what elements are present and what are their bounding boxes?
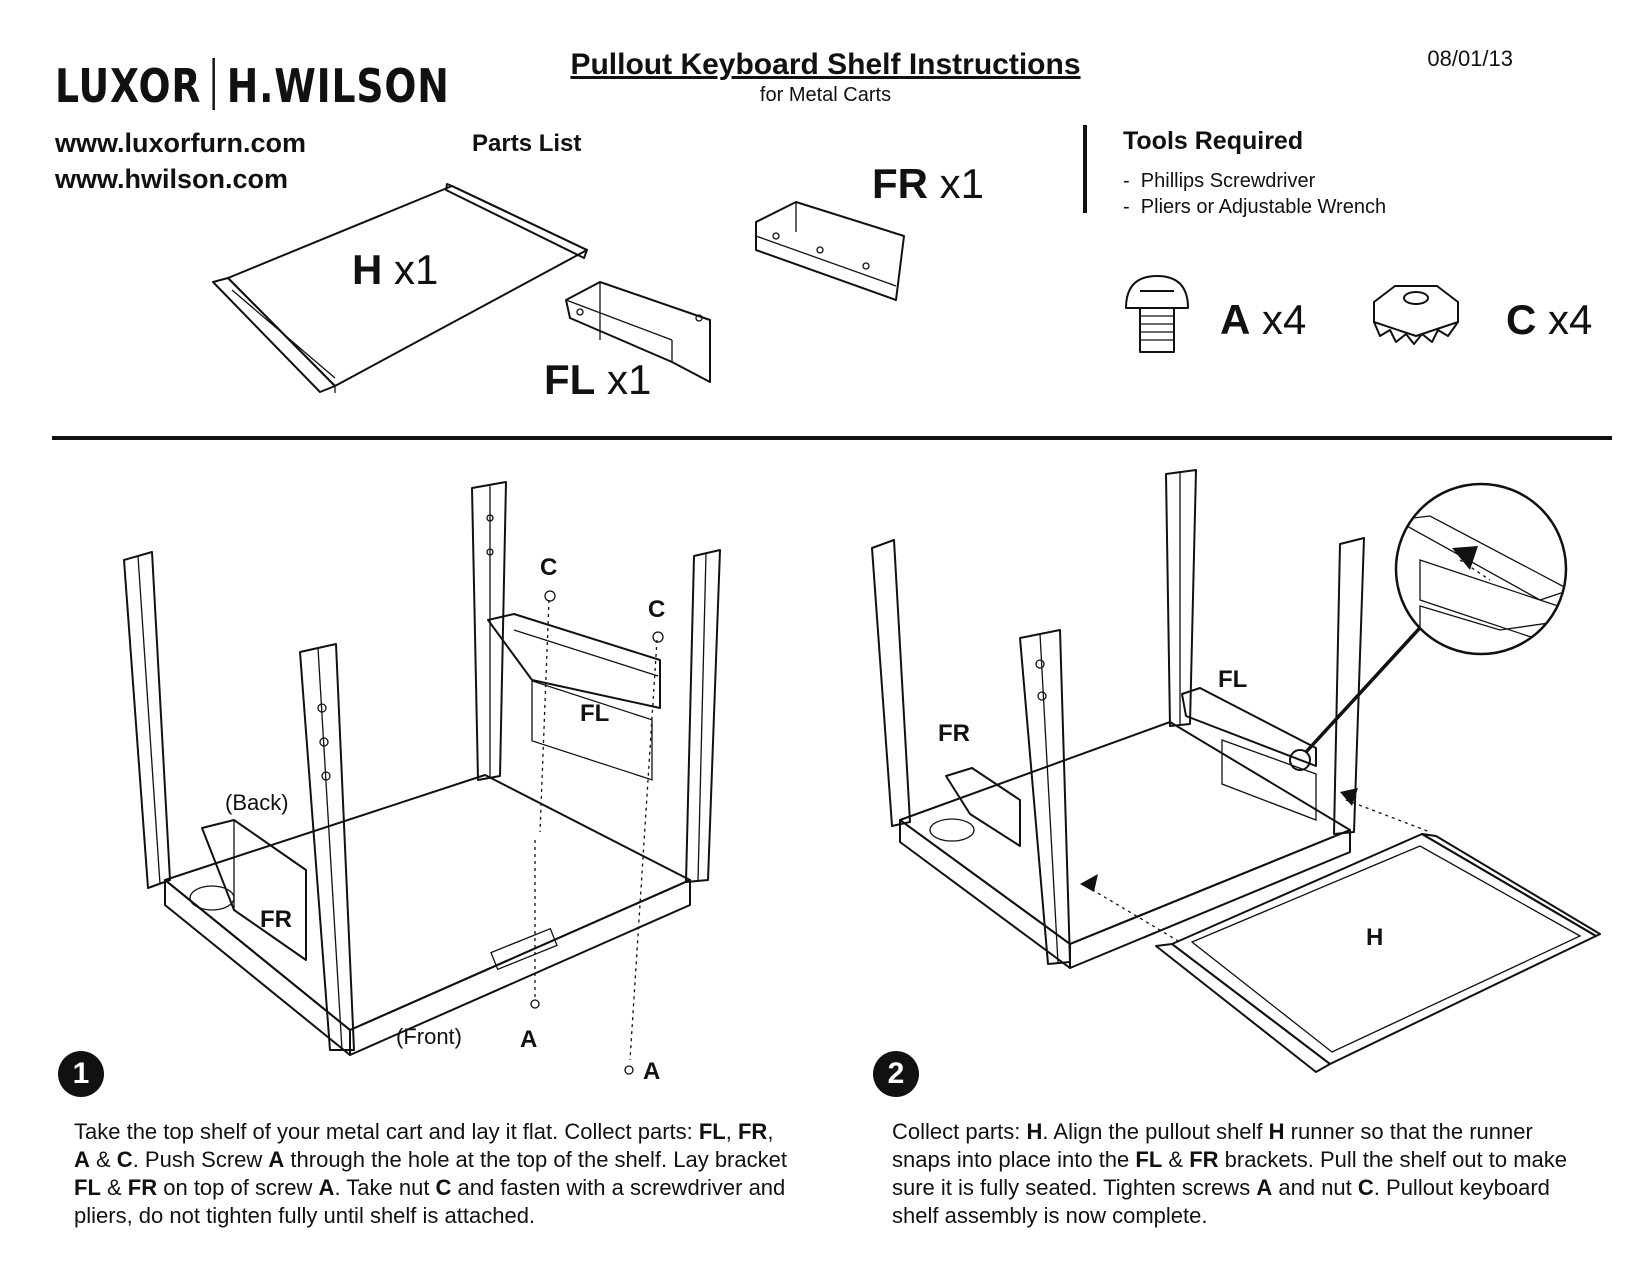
part-h-shelf-drawing bbox=[212, 183, 588, 393]
step2-text-run: Collect parts: bbox=[892, 1119, 1027, 1144]
step1-label-c2: C bbox=[648, 596, 666, 623]
parts-list-heading: Parts List bbox=[472, 130, 582, 157]
step2-instructions: Collect parts: H. Align the pullout shel… bbox=[892, 1118, 1582, 1230]
step1-label-fr: FR bbox=[260, 906, 292, 933]
step1-text-run: and fasten with a screwdriver and pliers… bbox=[74, 1175, 786, 1228]
step1-number-badge: 1 bbox=[58, 1051, 104, 1097]
step1-label-c1: C bbox=[540, 554, 558, 581]
step1-label-a1: A bbox=[520, 1026, 538, 1053]
step2-number-badge: 2 bbox=[873, 1051, 919, 1097]
step1-text-run: FL bbox=[698, 1119, 726, 1144]
step1-text-run: . Take nut bbox=[334, 1175, 436, 1200]
step1-text-run: on top of screw bbox=[157, 1175, 319, 1200]
step1-text-run: FR bbox=[737, 1119, 768, 1144]
step1-text-run: , bbox=[725, 1119, 738, 1144]
page-subtitle: for Metal Carts bbox=[759, 84, 892, 106]
step1-instructions: Take the top shelf of your metal cart an… bbox=[74, 1118, 794, 1230]
step2-text-run: brackets. Pull the shelf out to make sur… bbox=[892, 1147, 1568, 1200]
step2-text-run: FL bbox=[1135, 1147, 1163, 1172]
step1-text-run: Take the top shelf of your metal cart an… bbox=[74, 1119, 699, 1144]
part-fl-label: FL x1 bbox=[544, 356, 652, 403]
step1-text-run: A bbox=[74, 1147, 90, 1172]
part-c-nut-drawing bbox=[1373, 285, 1459, 345]
part-a-label: A x4 bbox=[1220, 296, 1307, 343]
step2-text-run: runner so that the runner snaps into pla… bbox=[892, 1119, 1533, 1172]
step1-text-run: , bbox=[767, 1119, 774, 1144]
brand-hwilson: H.WILSON bbox=[226, 59, 450, 113]
step1-text-run: & bbox=[100, 1175, 128, 1200]
step1-text-run: A bbox=[318, 1175, 335, 1200]
tool-item: Pliers or Adjustable Wrench bbox=[1123, 194, 1386, 220]
tools-heading: Tools Required bbox=[1123, 127, 1304, 155]
step2-cart-drawing bbox=[871, 469, 1601, 1073]
step1-text-run: . Push Screw bbox=[132, 1147, 269, 1172]
tools-list: Phillips Screwdriver Pliers or Adjustabl… bbox=[1123, 168, 1386, 220]
brand-logo: LUXOR H.WILSON bbox=[55, 58, 450, 113]
step1-label-a2: A bbox=[643, 1058, 661, 1085]
tools-divider bbox=[1083, 125, 1087, 213]
page-title: Pullout Keyboard Shelf Instructions bbox=[570, 48, 1081, 81]
step1-text-run: FR bbox=[127, 1175, 158, 1200]
step1-text-run: C bbox=[116, 1147, 133, 1172]
step2-text-run: A bbox=[1256, 1175, 1273, 1200]
part-a-screw-drawing bbox=[1125, 275, 1189, 353]
step1-cart-drawing bbox=[123, 481, 721, 1075]
part-c-label: C x4 bbox=[1506, 296, 1593, 343]
part-fr-bracket-drawing bbox=[755, 201, 905, 301]
part-fl-bracket-drawing bbox=[565, 281, 711, 383]
step2-label-fl: FL bbox=[1218, 666, 1248, 693]
step2-text-run: H bbox=[1026, 1119, 1043, 1144]
url-hwilson[interactable]: www.hwilson.com bbox=[55, 164, 289, 194]
url-luxor[interactable]: www.luxorfurn.com bbox=[55, 128, 307, 158]
step1-label-back: (Back) bbox=[225, 790, 289, 815]
step2-label-fr: FR bbox=[938, 720, 970, 747]
step1-text-run: A bbox=[268, 1147, 285, 1172]
step2-text-run: C bbox=[1357, 1175, 1374, 1200]
step1-text-run: & bbox=[89, 1147, 117, 1172]
step2-text-run: . Align the pullout shelf bbox=[1042, 1119, 1269, 1144]
part-fr-label: FR x1 bbox=[872, 160, 985, 207]
step2-text-run: FR bbox=[1189, 1147, 1219, 1172]
brand-divider bbox=[212, 58, 216, 110]
brand-luxor: LUXOR bbox=[55, 59, 202, 113]
step2-text-run: and nut bbox=[1272, 1175, 1358, 1200]
part-h-label: H x1 bbox=[352, 246, 439, 293]
step1-text-run: C bbox=[435, 1175, 452, 1200]
step1-label-front: (Front) bbox=[396, 1024, 462, 1049]
step2-label-h: H bbox=[1366, 924, 1384, 951]
step1-text-run: FL bbox=[74, 1175, 101, 1200]
step2-text-run: . Pullout keyboard shelf assembly is now… bbox=[892, 1175, 1550, 1228]
document-date: 08/01/13 bbox=[1427, 46, 1513, 71]
step2-text-run: & bbox=[1162, 1147, 1190, 1172]
step1-label-fl: FL bbox=[580, 700, 610, 727]
section-divider bbox=[52, 436, 1612, 440]
tool-item: Phillips Screwdriver bbox=[1123, 168, 1386, 194]
step2-text-run: H bbox=[1268, 1119, 1285, 1144]
step1-text-run: through the hole at the top of the shelf… bbox=[284, 1147, 787, 1172]
